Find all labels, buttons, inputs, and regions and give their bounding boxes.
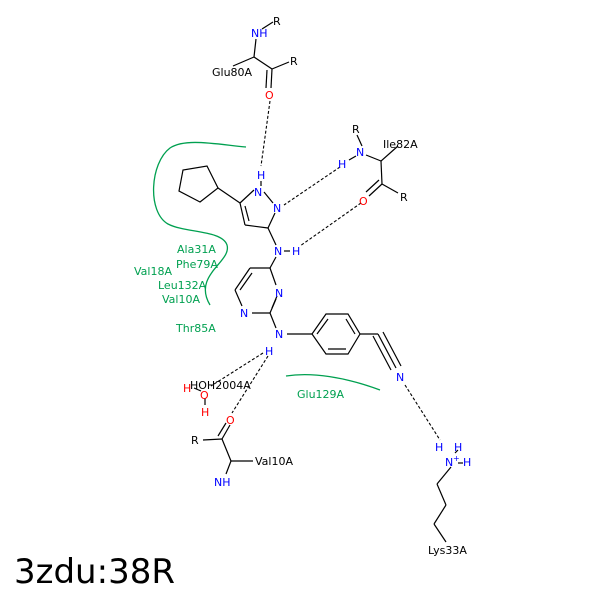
cyclopentyl-group: [178, 165, 241, 204]
val10-fragment: [202, 422, 253, 475]
pocket-curve-glu129: [285, 374, 381, 391]
label-leu132: Leu132A: [158, 279, 207, 292]
atom-charge-lys33: +: [453, 454, 460, 463]
atom-h-water-bottom: H: [201, 406, 209, 419]
atom-n1-pyrazole: N: [254, 186, 262, 199]
atom-r-ile82-c: R: [400, 191, 408, 204]
hbond-glu80-pyrazole: [260, 100, 271, 167]
label-phe79: Phe79A: [176, 258, 218, 271]
atom-n-amine-top: N: [274, 245, 282, 258]
atom-nh-val10: NH: [214, 476, 231, 489]
atom-o-water: O: [200, 389, 209, 402]
hbond-val10-amine: [231, 355, 269, 414]
atom-h-ile82: H: [338, 158, 346, 171]
atom-h-amine-bottom: H: [265, 345, 273, 358]
water-fragment: [193, 387, 206, 405]
label-ile82: Ile82A: [383, 138, 418, 151]
hbond-ile82-amine: [299, 202, 362, 247]
hbond-ile82-pyrazole: [283, 166, 341, 206]
atom-r-glu80-n: R: [273, 15, 281, 28]
atom-n1-pyrimidine: N: [275, 287, 283, 300]
atom-h-amine-top: H: [292, 245, 300, 258]
hbond-water-amine: [210, 352, 264, 387]
ile82-fragment: [348, 134, 399, 197]
hydrogen-bonds: [210, 100, 441, 441]
atom-h-lys33-left: H: [435, 441, 443, 454]
pyrazole-ring: [239, 181, 277, 246]
atom-h-water-top: H: [183, 382, 191, 395]
label-lys33: Lys33A: [428, 544, 467, 557]
label-ala31: Ala31A: [177, 243, 216, 256]
atom-n2-pyrimidine: N: [240, 307, 248, 320]
label-glu80: Glu80A: [212, 66, 253, 79]
atom-h-lys33-right: H: [463, 456, 471, 469]
pocket-curve-left: [152, 141, 247, 306]
label-val10: Val10A: [255, 455, 293, 468]
atom-r-ile82-n: R: [352, 123, 360, 136]
label-val18: Val18A: [134, 265, 172, 278]
hbond-lys33-nitrile: [404, 384, 441, 441]
pyrimidine-ring: [234, 250, 290, 329]
atom-o-val10: O: [226, 414, 235, 427]
atom-h-lys33-top: H: [454, 441, 462, 454]
atom-nh-glu80: NH: [251, 27, 268, 40]
atom-o-ile82: O: [359, 195, 368, 208]
atom-o-glu80: O: [265, 89, 274, 102]
lys33-fragment: [433, 449, 463, 543]
atom-n2-pyrazole: N: [273, 202, 281, 215]
atom-n-lys33: N: [445, 456, 453, 469]
phenyl-ring: [287, 313, 402, 371]
structure-id-title: 3zdu:38R: [14, 552, 175, 592]
atom-r-glu80-c: R: [290, 55, 298, 68]
glu80-fragment: [232, 21, 290, 89]
atom-h-pyrazole: H: [257, 169, 265, 182]
label-glu129: Glu129A: [297, 388, 345, 401]
label-thr85: Thr85A: [175, 322, 216, 335]
atom-n-nitrile: N: [396, 371, 404, 384]
atom-n-ile82: N: [356, 146, 364, 159]
label-val10-pocket: Val10A: [162, 293, 200, 306]
atom-r-val10: R: [191, 434, 199, 447]
atom-n-amine-bottom: N: [275, 328, 283, 341]
label-hoh: HOH2004A: [190, 379, 251, 392]
